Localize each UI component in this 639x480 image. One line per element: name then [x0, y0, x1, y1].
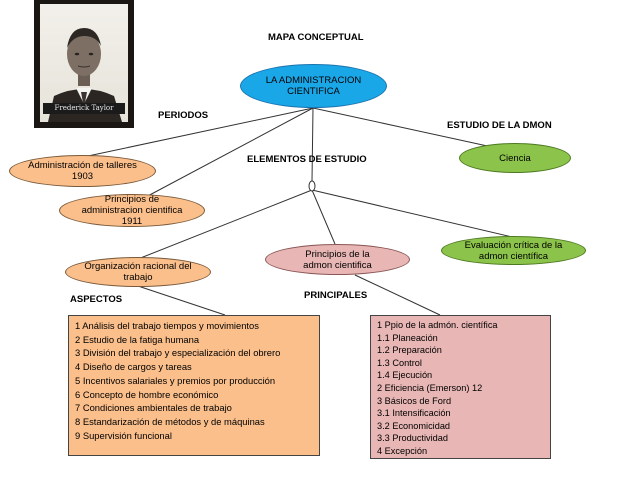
root-node: LA ADMINISTRACION CIENTIFICA — [240, 64, 387, 108]
node-administracion-talleres-text: Administración de talleres 1903 — [28, 160, 137, 182]
label-elementos-estudio: ELEMENTOS DE ESTUDIO — [247, 154, 367, 165]
aspectos-item: 3 División del trabajo y especialización… — [75, 347, 281, 359]
aspectos-item: 2 Estudio de la fatiga humana — [75, 333, 200, 345]
connector-line — [311, 189, 513, 238]
node-organizacion-racional-text: Organización racional del trabajo — [84, 261, 192, 283]
aspectos-list: 1 Análisis del trabajo tiempos y movimie… — [68, 315, 320, 456]
principales-item: 4 Excepción — [377, 445, 428, 456]
connector-line — [312, 107, 493, 148]
portrait-caption: Frederick Taylor — [43, 103, 125, 114]
label-principales: PRINCIPALES — [304, 290, 368, 301]
principales-item: 1.3 Control — [377, 357, 422, 368]
node-principios-admon-text: Principios de la admon cientifica — [303, 248, 372, 271]
principales-item: 3.3 Productividad — [377, 433, 448, 444]
portrait-photo: Frederick Taylor — [34, 0, 134, 128]
node-administracion-talleres: Administración de talleres 1903 — [9, 155, 156, 187]
principales-item: 3.2 Economicidad — [377, 420, 451, 431]
map-title: MAPA CONCEPTUAL — [268, 32, 364, 43]
node-organizacion-racional: Organización racional del trabajo — [65, 257, 211, 287]
aspectos-item: 4 Diseño de cargos y tareas — [75, 361, 192, 373]
connector-line — [87, 107, 314, 157]
node-evaluacion-critica-text: Evaluación crítica de la admon científic… — [464, 239, 563, 262]
principales-list: 1 Ppio de la admón. científica 1.1 Plane… — [370, 315, 551, 459]
node-principios-administracion: Principios de administracion cientifica … — [59, 194, 205, 227]
node-ciencia: Ciencia — [459, 143, 571, 173]
aspectos-item: 7 Condiciones ambientales de trabajo — [75, 402, 232, 414]
junction-node — [308, 180, 316, 192]
root-node-text: LA ADMINISTRACION CIENTIFICA — [265, 75, 362, 97]
connector-line — [311, 107, 314, 182]
node-principios-administracion-text: Principios de administracion cientifica … — [81, 194, 183, 227]
aspectos-item: 8 Estandarización de métodos y de máquin… — [75, 415, 265, 427]
node-ciencia-text: Ciencia — [499, 152, 531, 164]
principales-item: 1.2 Preparación — [377, 345, 442, 356]
node-principios-admon: Principios de la admon cientifica — [265, 244, 410, 275]
connector-line — [143, 107, 314, 199]
connector-line — [311, 189, 336, 245]
principales-item: 3 Básicos de Ford — [377, 395, 452, 406]
aspectos-item: 9 Supervisión funcional — [75, 429, 172, 441]
connector-line — [354, 274, 441, 316]
node-evaluacion-critica: Evaluación crítica de la admon científic… — [441, 236, 586, 265]
label-periodos: PERIODOS — [158, 110, 209, 121]
label-aspectos: ASPECTOS — [70, 294, 123, 305]
connector-line — [137, 189, 313, 260]
aspectos-item: 5 Incentivos salariales y premios por pr… — [75, 374, 276, 386]
portrait-image: Frederick Taylor — [40, 4, 128, 122]
label-estudio-dmon: ESTUDIO DE LA DMON — [447, 120, 552, 131]
aspectos-item: 6 Concepto de hombre económico — [75, 388, 219, 400]
principales-item: 1 Ppio de la admón. científica — [377, 320, 498, 330]
principales-item: 2 Eficiencia (Emerson) 12 — [377, 382, 483, 393]
principales-item: 1.4 Ejecución — [377, 370, 433, 381]
connector-line — [137, 285, 226, 316]
principales-item: 3.1 Intensificación — [377, 408, 451, 419]
aspectos-item: 1 Análisis del trabajo tiempos y movimie… — [75, 320, 259, 331]
principales-item: 1.1 Planeación — [377, 332, 438, 343]
